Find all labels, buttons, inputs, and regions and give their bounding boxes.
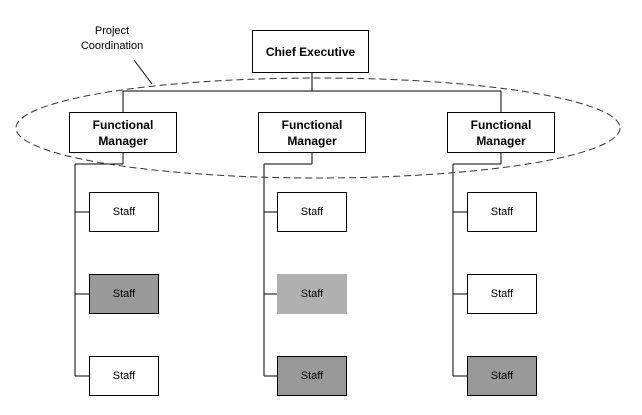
functional-manager-box-3: Functional Manager: [447, 112, 555, 153]
staff-box: Staff: [277, 356, 347, 396]
staff-box: Staff: [277, 192, 347, 232]
functional-manager-box-1: Functional Manager: [69, 112, 177, 153]
chief-executive-box: Chief Executive: [252, 30, 369, 73]
annotation-leader: [133, 59, 153, 85]
staff-box: Staff: [89, 274, 159, 314]
coordination-ellipse: [15, 77, 621, 179]
staff-box: Staff: [467, 192, 537, 232]
functional-manager-box-2: Functional Manager: [258, 112, 366, 153]
staff-box: Staff: [277, 274, 347, 314]
staff-box: Staff: [467, 356, 537, 396]
staff-box: Staff: [467, 274, 537, 314]
staff-box: Staff: [89, 356, 159, 396]
staff-box: Staff: [89, 192, 159, 232]
project-coordination-label: Project Coordination: [80, 25, 144, 52]
